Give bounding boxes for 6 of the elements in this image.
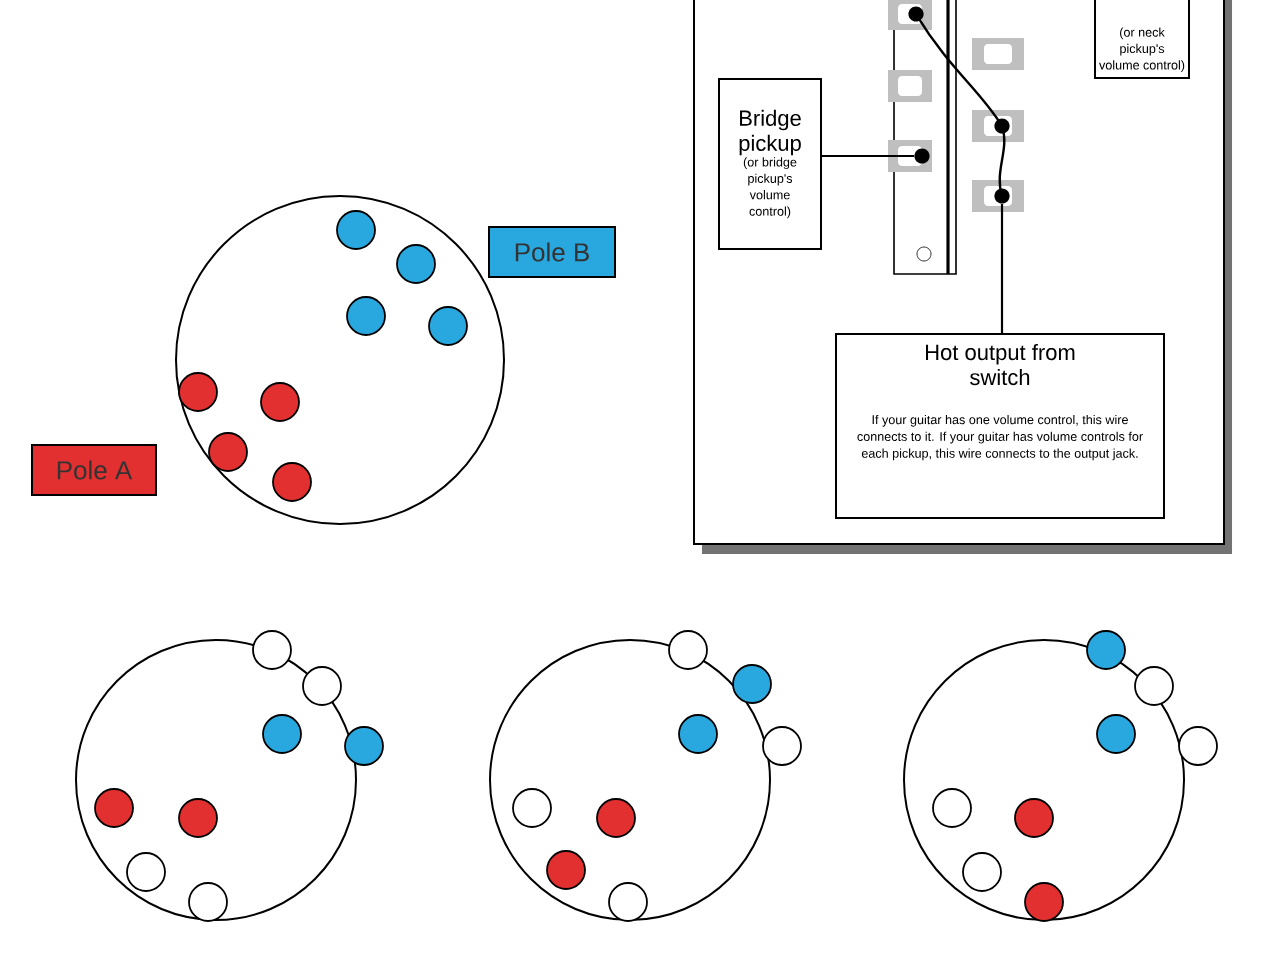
- pole-label: Pole A: [31, 444, 157, 496]
- leader-line: [1000, 204, 1004, 333]
- pole-label: Pole B: [488, 226, 616, 278]
- solder-dot: [914, 148, 930, 164]
- solder-dot: [994, 188, 1010, 204]
- leader-line: [822, 154, 914, 158]
